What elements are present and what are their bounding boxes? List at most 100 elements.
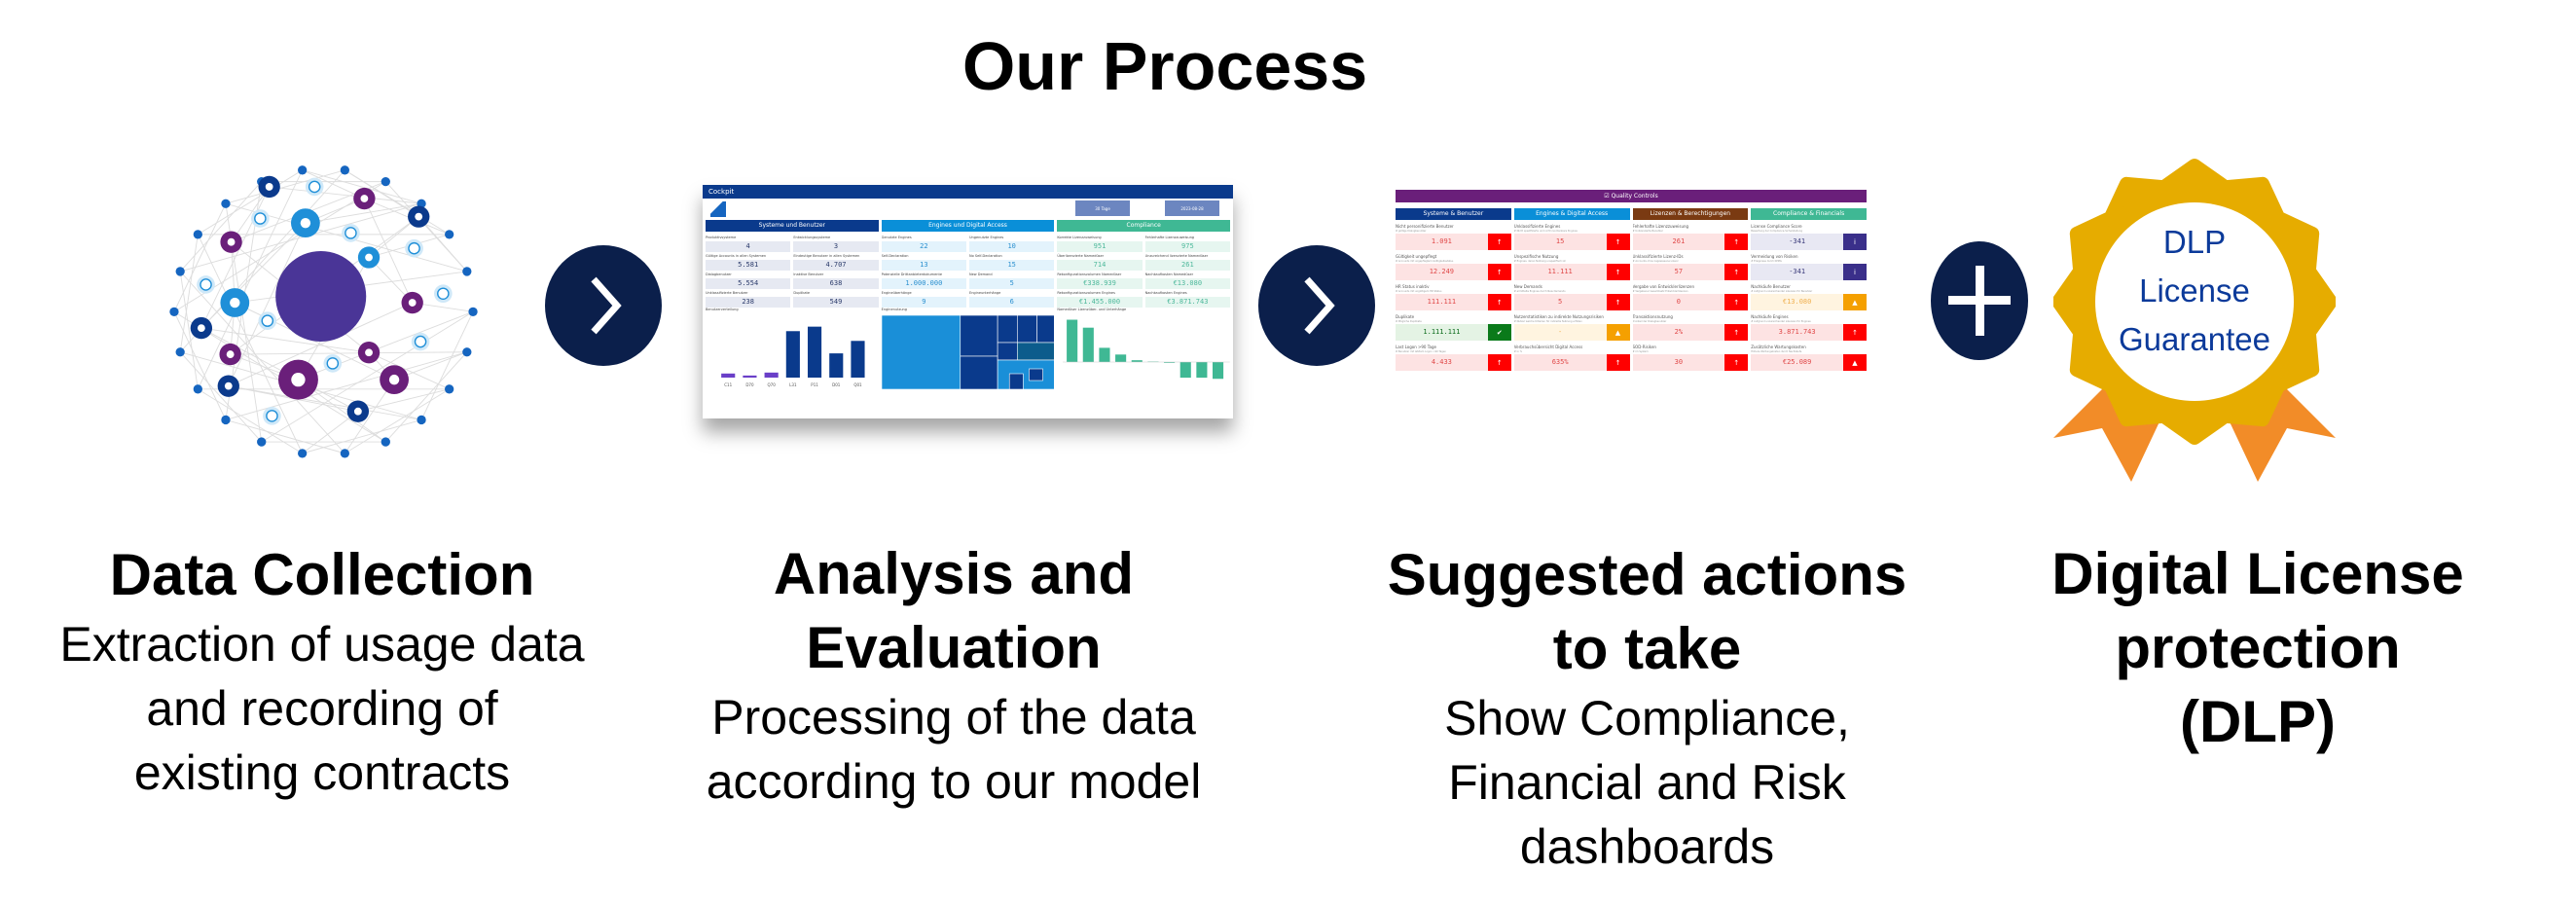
kpi-label: Eindeutige Benutzer in allen Systemen bbox=[793, 254, 860, 258]
chart bbox=[881, 314, 1055, 390]
kpi-label: Fehlerhafte Lizenzzuweisung bbox=[1632, 224, 1689, 229]
kpi-value: 714 bbox=[1057, 260, 1143, 271]
kpi-label: Rekonfigurationsvolumen Namedüser bbox=[1057, 272, 1122, 276]
kpi-label: Unklassifizierte Lizenz-IDs bbox=[1632, 254, 1684, 259]
kpi-value: 1.111.111 bbox=[1396, 324, 1488, 341]
treemap-tile bbox=[1016, 342, 1055, 361]
quality-kpi: New Demands# ermittelte Engines durch Ne… bbox=[1513, 284, 1630, 310]
quality-kpi: Vermeidung von Risiken# Ereignisse durch… bbox=[1751, 254, 1867, 280]
kpi-sublabel: # Accounts mit ungültigem HR Status bbox=[1396, 290, 1442, 293]
kpi-label: Engineunterhänge bbox=[969, 291, 1001, 295]
cockpit-dashboard-thumbnail: Cockpit 30 Tage 2023-08-28 Systeme und B… bbox=[703, 185, 1233, 418]
badge-line: Guarantee bbox=[2119, 321, 2270, 357]
kpi-sublabel: # gültige Dialogbenutzer bbox=[1396, 230, 1427, 233]
bar bbox=[1132, 360, 1143, 362]
kpi-sublabel: # Nicht spezifizierte und nicht zuordenb… bbox=[1513, 230, 1578, 233]
kpi-label: HR Status inaktiv bbox=[1396, 284, 1430, 289]
kpi-label: Vermeidung von Risiken bbox=[1751, 254, 1798, 259]
kpi-value: 2% bbox=[1632, 324, 1725, 341]
alert-icon: ↑ bbox=[1606, 354, 1630, 371]
bar bbox=[1067, 319, 1078, 362]
quality-kpi: Nicht personifizierte Benutzer# gültige … bbox=[1396, 224, 1511, 250]
kpi-label: New Demand bbox=[969, 272, 993, 276]
network-node bbox=[297, 449, 308, 458]
kpi-sublabel: # Unlizenzierte Benutzer bbox=[1632, 230, 1663, 233]
tick-label: D01 bbox=[832, 382, 841, 387]
kpi-value: 3 bbox=[793, 241, 879, 252]
kpi-sublabel: # in % bbox=[1513, 350, 1523, 353]
network-node bbox=[221, 199, 231, 208]
treemap-tile bbox=[997, 359, 1055, 390]
kpi-label: Gültigkeit ungepflegt bbox=[1396, 254, 1437, 259]
kpi-sublabel: # Aufgrund unzureichender Lizenzen für B… bbox=[1751, 290, 1813, 293]
kpi-value: €25.089 bbox=[1751, 354, 1843, 371]
step-text: dashboards bbox=[1519, 819, 1775, 874]
network-node bbox=[381, 176, 390, 187]
kpi-value: €338.939 bbox=[1057, 278, 1143, 289]
kpi-label: Transaktionsnutzung bbox=[1632, 314, 1673, 319]
quality-kpi: Fehlerhafte Lizenzzuweisung# Unlizenzier… bbox=[1632, 224, 1749, 250]
network-node bbox=[221, 415, 231, 425]
section-header: Engines und Digital Access bbox=[881, 220, 1055, 232]
network-node bbox=[445, 230, 454, 239]
kpi-value: 9 bbox=[881, 297, 966, 308]
step-text: according to our model bbox=[706, 754, 1202, 809]
kpi-label: Gültige Accounts in allen Systemen bbox=[706, 254, 767, 258]
network-node bbox=[340, 165, 350, 175]
network-node bbox=[462, 267, 472, 276]
central-hub bbox=[275, 251, 367, 343]
step-text: Show Compliance, bbox=[1444, 691, 1850, 745]
alert-icon: ↑ bbox=[1606, 234, 1630, 250]
network-node bbox=[193, 230, 202, 239]
step-text: Processing of the data bbox=[711, 690, 1196, 745]
bar bbox=[1099, 347, 1110, 362]
kpi-value: 3.871.743 bbox=[1751, 324, 1843, 341]
quality-kpi: Nachkäufe Engines# Aufgrund unzureichend… bbox=[1751, 314, 1867, 341]
quality-kpi: Unklassifizierte Engines# Nicht spezifiz… bbox=[1513, 224, 1630, 250]
page-title: Our Process bbox=[961, 28, 1368, 104]
kpi-value: 30 bbox=[1632, 354, 1725, 371]
kpi-label: Self-Declaration bbox=[881, 254, 909, 258]
section-header: Systeme & Benutzer bbox=[1396, 208, 1511, 220]
treemap-tile bbox=[881, 314, 961, 390]
quality-kpi: Nutzerstatistiken zu indirekte Nutzungsr… bbox=[1513, 314, 1630, 341]
bar bbox=[851, 341, 865, 378]
kpi-label: Nachkäufe Engines bbox=[1751, 314, 1789, 319]
kpi-value: 10 bbox=[969, 241, 1055, 252]
step-text: Extraction of usage data bbox=[59, 617, 585, 672]
kpi-label: New Demands bbox=[1513, 284, 1542, 289]
bar bbox=[807, 326, 822, 378]
section-header: Lizenzen & Berechtigungen bbox=[1632, 208, 1749, 220]
plus-icon bbox=[1931, 241, 2028, 360]
kpi-sublabel: Höhere Wartungskosten durch Nachkäufe bbox=[1751, 350, 1802, 353]
kpi-sublabel: # Engines, deren Nutzung unspezifisch is… bbox=[1513, 260, 1566, 263]
tick-label: L31 bbox=[789, 382, 797, 387]
bar bbox=[1083, 327, 1095, 362]
info-icon: i bbox=[1843, 234, 1867, 250]
kpi-value: 5.581 bbox=[706, 260, 791, 271]
kpi-label: Korrekte Lizenzzuweisung bbox=[1057, 236, 1102, 239]
kpi-sublabel: Bewertung der Compliance-Sicherstellung bbox=[1751, 230, 1802, 233]
cockpit-title: Cockpit bbox=[703, 185, 1233, 199]
kpi-value: 238 bbox=[706, 297, 791, 308]
logo bbox=[710, 201, 726, 217]
kpi-label: Duplikate bbox=[793, 291, 811, 295]
treemap-tile bbox=[1035, 314, 1055, 344]
network-node bbox=[297, 165, 308, 175]
kpi-sublabel: # ermittelte Engines durch New Demands bbox=[1513, 290, 1566, 293]
kpi-value: 638 bbox=[793, 278, 879, 289]
chevron-right-icon bbox=[1258, 245, 1375, 366]
quality-kpi: Last Logon >90 Tage# Benutzer mit letzte… bbox=[1396, 345, 1511, 371]
kpi-label: Last Logon >90 Tage bbox=[1396, 345, 1436, 349]
kpi-label: Unklassifizierte Engines bbox=[1513, 224, 1561, 229]
network-node bbox=[381, 437, 390, 447]
kpi-label: Nachkaufkosten Namedüser bbox=[1144, 272, 1194, 276]
kpi-label: Überlizenzierte Namedüser bbox=[1057, 254, 1105, 258]
kpi-label: Dialogbenutzer bbox=[706, 272, 732, 276]
treemap-tile bbox=[1008, 373, 1024, 390]
